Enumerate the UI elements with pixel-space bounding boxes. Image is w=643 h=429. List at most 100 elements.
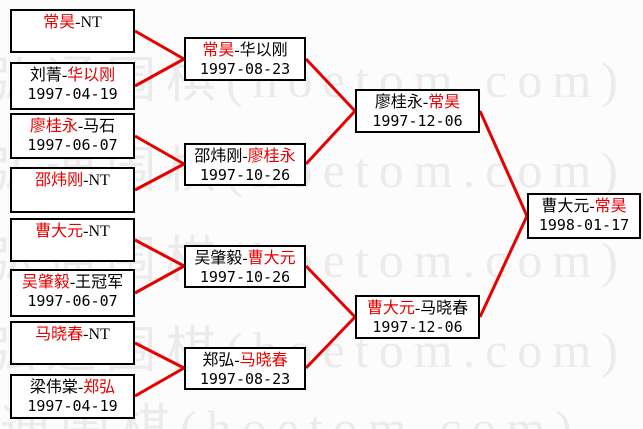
bracket-line [134,57,185,88]
vs-dash: - [234,352,240,369]
player2-name: 马晓春 [239,352,288,369]
player2-name: NT [88,326,110,343]
match-date: 1998-01-17 [538,216,630,234]
bracket-line [134,238,185,268]
match-date: 1997-08-23 [199,60,291,78]
match-date: 1997-04-19 [27,397,118,415]
match-box: 廖桂永-马石 1997-06-07 [10,113,135,159]
match-players: 吴肇毅-王冠军 [12,273,133,292]
bracket-line [478,110,529,217]
player2-name: 王冠军 [75,274,124,291]
match-players: 马晓春-NT [12,325,133,344]
bracket-line [304,109,357,166]
match-box: 邵炜刚-NT [10,167,135,213]
player1-name: 邵炜刚 [194,148,243,165]
vs-dash: - [589,198,595,215]
player2-name: 常昊 [428,94,461,111]
match-box: 郑弘-马晓春 1997-08-23 [184,347,306,390]
vs-dash: - [77,379,84,396]
match-players: 廖桂永-马石 [12,117,133,136]
match-box: 常昊-NT [10,9,135,53]
player1-name: 曹大元 [541,198,590,215]
vs-dash: - [77,118,84,135]
vs-dash: - [75,14,81,31]
player2-name: 廖桂永 [247,148,296,165]
bracket-line [304,57,357,113]
vs-dash: - [234,42,240,59]
match-box: 吴肇毅-王冠军 1997-06-07 [10,269,135,317]
match-players: 吴肇毅-曹大元 [186,249,304,268]
match-players: 梁伟棠-郑弘 [12,378,133,397]
bracket-line [134,134,185,166]
vs-dash: - [69,274,76,291]
bracket-line [304,315,357,370]
vs-dash: - [83,223,89,240]
match-box-final: 曹大元-常昊 1998-01-17 [527,193,641,239]
match-box: 邵炜刚-廖桂永 1997-10-26 [184,143,306,186]
player1-name: 邵炜刚 [35,172,84,189]
bracket-line [478,215,529,318]
player2-name: 马石 [83,118,116,135]
match-box: 刘菁-华以刚 1997-04-19 [10,62,135,110]
match-box: 吴肇毅-曹大元 1997-10-26 [184,245,306,288]
bracket-line [134,341,185,370]
vs-dash: - [83,326,89,343]
player1-name: 吴肇毅 [194,250,243,267]
player2-name: 常昊 [594,198,627,215]
player2-name: 华以刚 [239,42,288,59]
player2-name: NT [88,223,110,240]
player2-name: NT [80,14,102,31]
match-players: 邵炜刚-NT [12,171,133,190]
player1-name: 曹大元 [35,223,84,240]
match-box: 梁伟棠-郑弘 1997-04-19 [10,374,135,419]
match-box: 马晓春-NT [10,321,135,365]
player1-name: 常昊 [202,42,235,59]
player1-name: 郑弘 [202,352,235,369]
match-players: 刘菁-华以刚 [12,66,133,85]
vs-dash: - [242,148,248,165]
player1-name: 曹大元 [366,300,415,317]
match-players: 常昊-NT [12,13,133,32]
bracket-line [134,162,185,192]
player1-name: 吴肇毅 [21,274,70,291]
match-date: 1997-12-06 [372,318,463,336]
match-players: 邵炜刚-廖桂永 [186,147,304,166]
vs-dash: - [61,67,68,84]
vs-dash: - [242,250,248,267]
player1-name: 刘菁 [29,67,62,84]
match-box: 曹大元-马晓春 1997-12-06 [355,295,480,339]
match-players: 廖桂永-常昊 [357,93,478,112]
vs-dash: - [422,94,429,111]
match-players: 曹大元-马晓春 [357,299,478,318]
player2-name: 郑弘 [83,379,116,396]
player2-name: 曹大元 [247,250,296,267]
player1-name: 常昊 [43,14,76,31]
player1-name: 廖桂永 [29,118,78,135]
match-box: 廖桂永-常昊 1997-12-06 [355,89,480,133]
match-players: 曹大元-常昊 [529,197,639,216]
bracket-line [304,264,357,319]
vs-dash: - [83,172,89,189]
player2-name: 马晓春 [420,300,469,317]
match-date: 1997-04-19 [27,85,118,103]
match-box: 常昊-华以刚 1997-08-23 [184,37,306,81]
match-players: 常昊-华以刚 [186,41,304,60]
match-players: 郑弘-马晓春 [186,351,304,370]
bracket-line [134,264,185,295]
match-players: 曹大元-NT [12,222,133,241]
match-date: 1997-06-07 [27,136,118,154]
vs-dash: - [414,300,421,317]
bracket-line [134,366,185,398]
match-date: 1997-06-07 [27,292,118,310]
player1-name: 廖桂永 [374,94,423,111]
player1-name: 梁伟棠 [29,379,78,396]
match-date: 1997-10-26 [199,166,291,184]
player2-name: 华以刚 [67,67,116,84]
player2-name: NT [88,172,110,189]
bracket-line [134,29,185,61]
match-date: 1997-10-26 [199,268,291,286]
match-date: 1997-08-23 [199,370,291,388]
match-box: 曹大元-NT [10,218,135,262]
